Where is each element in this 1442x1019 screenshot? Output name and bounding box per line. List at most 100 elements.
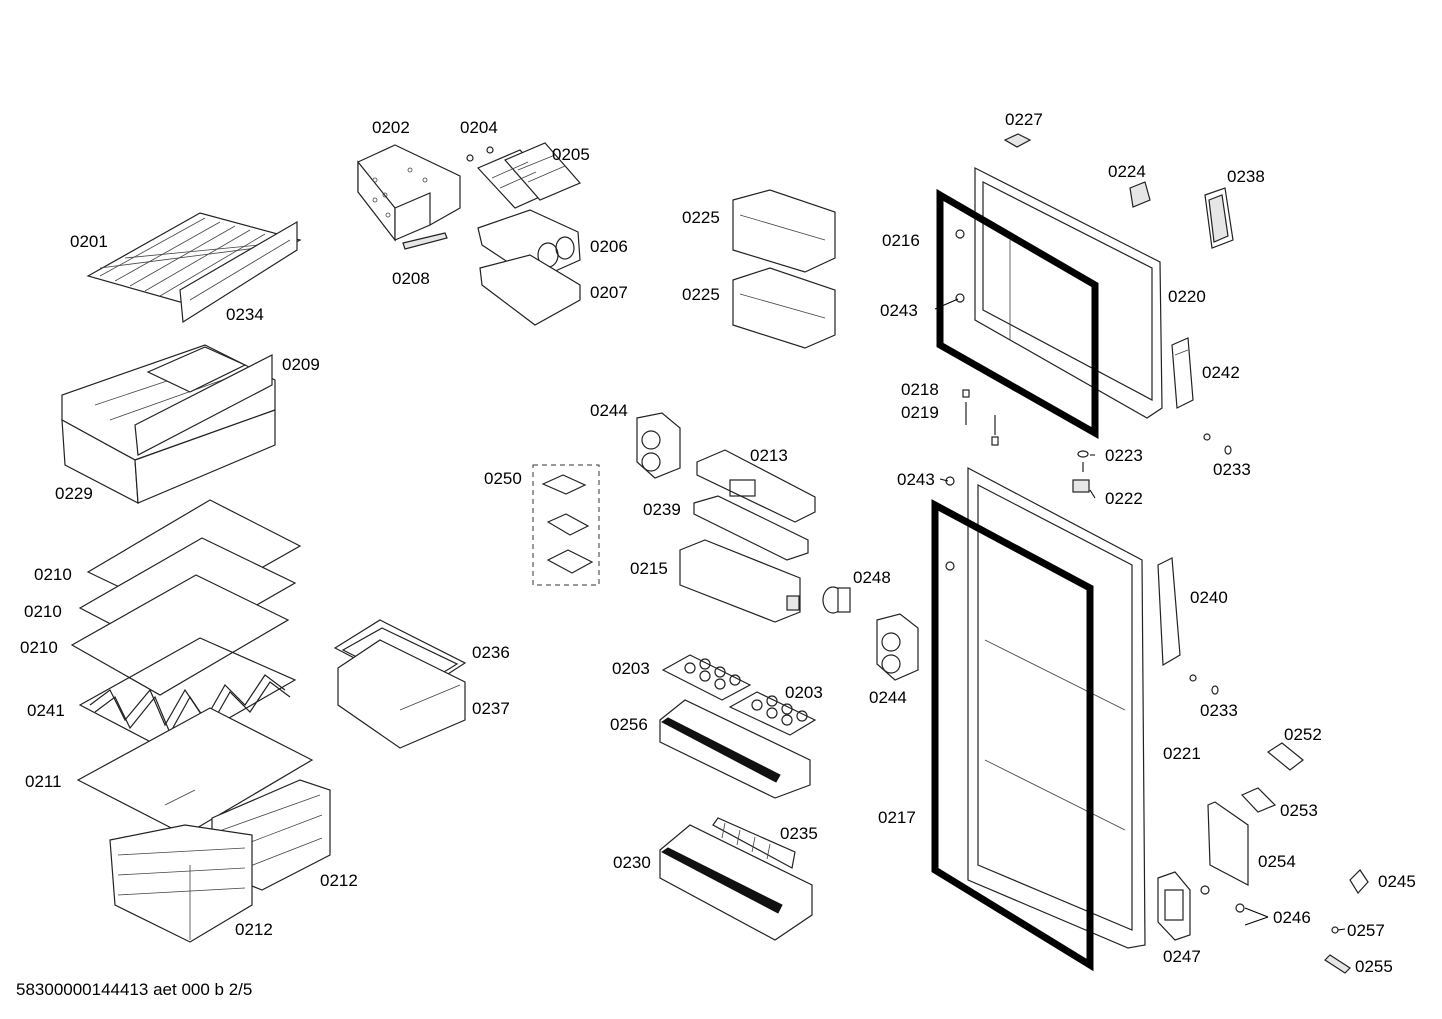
label-0223: 0223 [1105,446,1143,465]
label-0209: 0209 [282,355,320,374]
label-0235: 0235 [780,824,818,843]
part-0203-egg-tray-right [728,691,817,736]
label-0234: 0234 [226,305,264,324]
label-0212-b: 0212 [235,920,273,939]
label-0241: 0241 [27,701,65,720]
label-0233-b: 0233 [1200,701,1238,720]
label-0206: 0206 [590,237,628,256]
part-0246-clips [1200,885,1245,913]
part-0213-control-panel [696,449,816,523]
part-0225-door-shelf-upper [732,189,836,273]
part-0257-screw [1331,926,1339,934]
document-code: 58300000144413 aet 000 b 2/5 [16,980,253,999]
label-0248: 0248 [853,568,891,587]
part-0242-handle-upper [1171,337,1194,409]
label-0213: 0213 [750,446,788,465]
part-0233-screw-upper [1203,433,1232,455]
part-0247-cover [1157,871,1191,941]
label-0210-c: 0210 [20,638,58,657]
label-0246: 0246 [1273,908,1311,927]
label-0218: 0218 [901,380,939,399]
part-0233-screw-lower [1189,674,1219,695]
label-0255: 0255 [1355,957,1393,976]
part-0235-bottle-retainer [712,817,796,869]
label-0201: 0201 [70,232,108,251]
part-0255-pin [1324,954,1351,974]
label-0237: 0237 [472,699,510,718]
label-0244-b: 0244 [869,688,907,707]
part-0207-ice-tray [479,254,581,326]
part-0206-ice-bin [477,209,581,281]
part-0227-cap [1003,133,1032,148]
label-0207: 0207 [590,283,628,302]
part-0250-small-trays [532,464,600,586]
part-0245-switch [1349,869,1369,894]
label-0225-b: 0225 [682,285,720,304]
label-0204: 0204 [460,118,498,137]
part-0203-egg-tray-left [661,654,752,701]
label-0233-a: 0233 [1213,460,1251,479]
label-0219: 0219 [901,403,939,422]
part-0225-door-shelf-lower [732,267,836,349]
part-0220-freezer-door [974,167,1163,419]
label-0221: 0221 [1163,744,1201,763]
part-0216-freezer-gasket [936,188,1099,440]
label-0247: 0247 [1163,947,1201,966]
label-0250: 0250 [484,469,522,488]
label-0253: 0253 [1280,801,1318,820]
part-0224-cover [1129,181,1151,208]
part-0256-door-shelf [659,699,811,799]
part-0244-hinge-cover-lower [876,613,919,681]
part-0240-handle-lower [1157,557,1181,667]
label-0222: 0222 [1105,489,1143,508]
label-0245: 0245 [1378,872,1416,891]
part-0243-hinge-pin-upper [955,229,965,303]
part-0243-hinge-pin-lower [945,476,955,571]
part-0210-glass-shelf-3 [70,574,290,696]
label-0224: 0224 [1108,162,1146,181]
label-0215: 0215 [630,559,668,578]
part-0239-panel-gasket [693,495,809,561]
label-0236: 0236 [472,643,510,662]
label-0203-a: 0203 [612,659,650,678]
part-labels: 0201 0234 0202 0204 0205 0206 0207 0208 … [20,110,1416,976]
label-0256: 0256 [610,715,648,734]
label-0217: 0217 [878,808,916,827]
label-0244-a: 0244 [590,401,628,420]
label-0239: 0239 [643,500,681,519]
label-0220: 0220 [1168,287,1206,306]
part-0204-clips [466,146,494,162]
part-0209-drawer-divider [134,346,273,456]
part-0202-ice-cage [357,144,461,242]
label-0242: 0242 [1202,363,1240,382]
label-0238: 0238 [1227,167,1265,186]
label-0225-a: 0225 [682,208,720,227]
label-0243-b: 0243 [897,470,935,489]
part-0234-shelf-front [179,220,298,324]
label-0210-b: 0210 [24,602,62,621]
label-0243-a: 0243 [880,301,918,320]
label-0229: 0229 [55,484,93,503]
label-0205: 0205 [552,145,590,164]
part-0230-bottle-shelf [659,824,813,941]
label-0208: 0208 [392,269,430,288]
part-0211-glass-shelf [76,707,314,836]
part-0253-fan [1240,787,1277,813]
part-0254-bracket [1207,801,1249,886]
part-0248-thermostat [822,586,851,614]
part-0208-label-strip [402,232,448,250]
label-0227: 0227 [1005,110,1043,129]
part-0217-fridge-gasket [931,499,1094,972]
part-0237-chiller-tray [337,639,466,749]
label-0210-a: 0210 [34,565,72,584]
label-0230: 0230 [613,853,651,872]
part-0212-crisper-front [109,824,253,943]
part-0238-light-cover [1204,187,1234,249]
part-0201-shelf-grid [86,212,302,303]
label-0254: 0254 [1258,852,1296,871]
part-0221-fridge-door [967,467,1146,949]
label-0240: 0240 [1190,588,1228,607]
label-0203-b: 0203 [785,683,823,702]
leader-lines [934,298,1346,931]
